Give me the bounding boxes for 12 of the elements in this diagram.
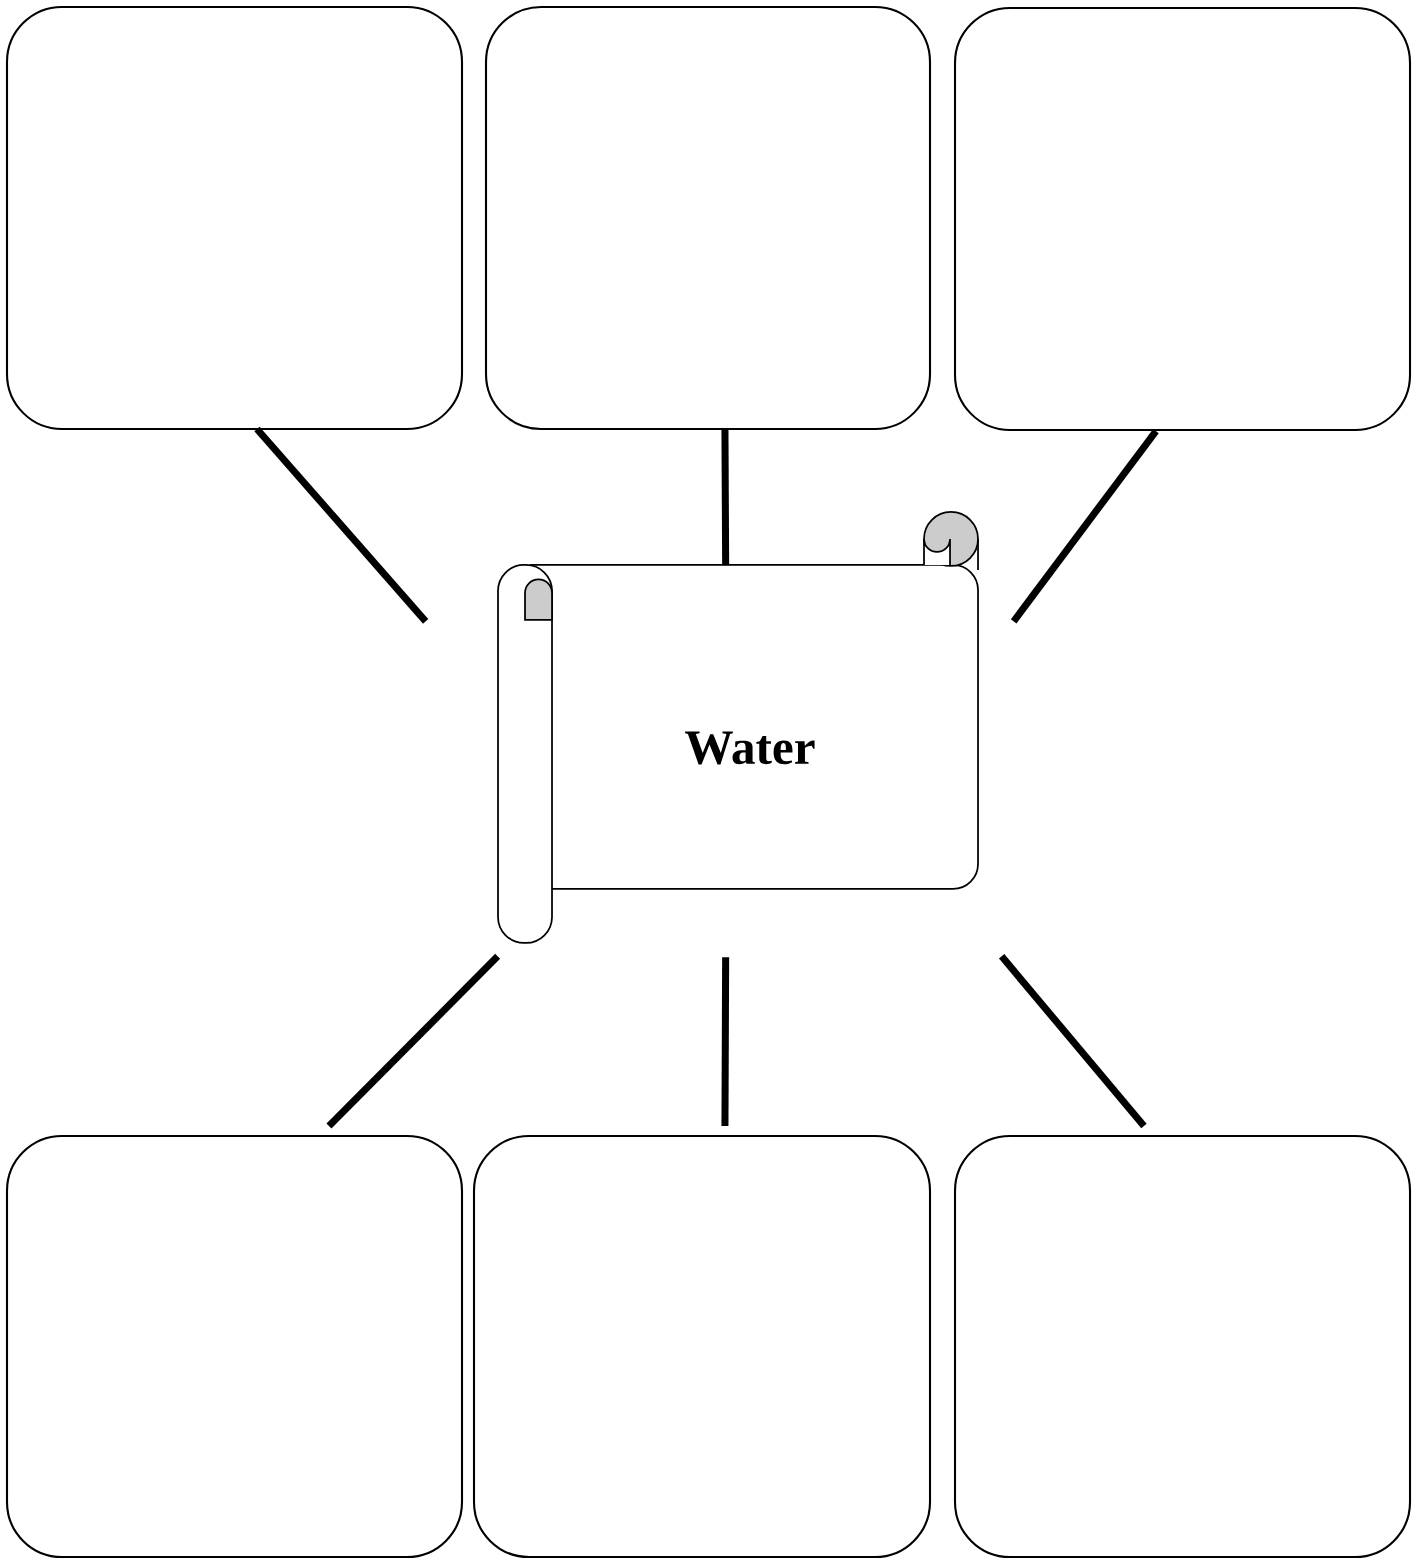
answer-box [472, 1134, 932, 1559]
answer-box [484, 5, 932, 431]
connector-line [254, 426, 429, 624]
connector-line [998, 954, 1147, 1129]
connector-line [326, 953, 501, 1129]
answer-box [5, 5, 464, 431]
answer-box [953, 1134, 1412, 1559]
connector-line [1010, 428, 1159, 624]
answer-box [5, 1134, 464, 1559]
connector-line [721, 430, 730, 566]
answer-box [953, 6, 1412, 432]
scroll-banner: Water [497, 511, 979, 944]
